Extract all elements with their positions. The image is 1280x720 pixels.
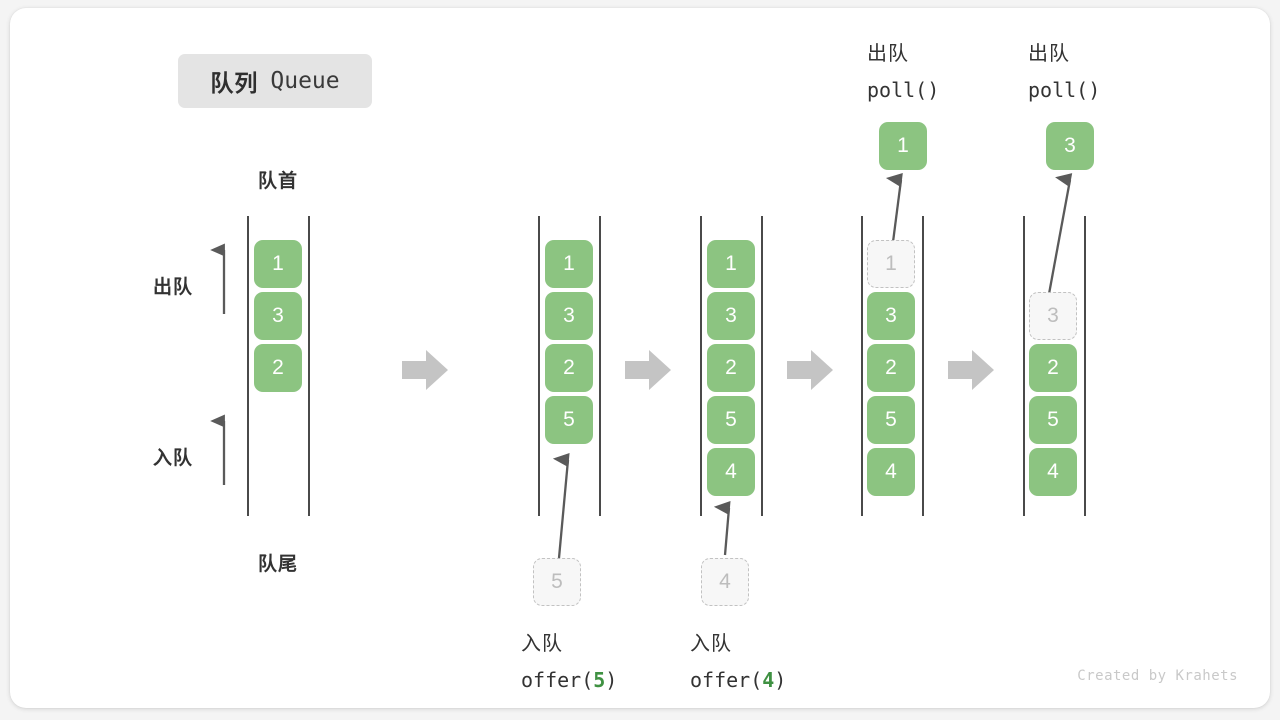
incoming-ghost-item: 4 [701, 558, 749, 606]
rail-left [538, 216, 540, 516]
queue-item: 2 [545, 344, 593, 392]
operation-label-cn: 入队 [690, 633, 732, 655]
operation-label-code: offer(4) [690, 668, 787, 692]
dequeue-side-label: 出队 [153, 277, 194, 298]
operation-label-cn: 出队 [1028, 43, 1070, 65]
title-english: Queue [270, 68, 340, 94]
title-badge: 队列 Queue [178, 54, 372, 108]
operation-label-poll-3: 出队 poll() [1028, 36, 1100, 108]
rail-left [1023, 216, 1025, 516]
operation-label-cn: 出队 [867, 43, 909, 65]
queue-item: 3 [254, 292, 302, 340]
queue-item: 2 [254, 344, 302, 392]
queue-item: 3 [545, 292, 593, 340]
rail-left [247, 216, 249, 516]
rail-right [599, 216, 601, 516]
rail-right [308, 216, 310, 516]
queue-item: 4 [867, 448, 915, 496]
queue-item: 3 [867, 292, 915, 340]
queue-item: 1 [545, 240, 593, 288]
enqueue-direction-arrow-icon [210, 414, 226, 485]
removed-ghost-item: 1 [867, 240, 915, 288]
operation-label-cn: 入队 [521, 633, 563, 655]
step-arrow-icon [787, 350, 833, 390]
front-label: 队首 [257, 171, 298, 192]
dequeue-motion-arrow-icon [885, 173, 903, 243]
queue-item: 4 [1029, 448, 1077, 496]
queue-item: 5 [707, 396, 755, 444]
queue-item: 2 [707, 344, 755, 392]
queue-item: 5 [867, 396, 915, 444]
operation-label-poll-1: 出队 poll() [867, 36, 939, 108]
queue-item: 1 [707, 240, 755, 288]
step-arrow-icon [402, 350, 448, 390]
operation-label-code: poll() [1028, 78, 1101, 102]
queue-item-new: 4 [707, 448, 755, 496]
popped-item: 3 [1046, 122, 1094, 170]
popped-item: 1 [879, 122, 927, 170]
step-arrow-icon [625, 350, 671, 390]
queue-item: 1 [254, 240, 302, 288]
incoming-ghost-item: 5 [533, 558, 581, 606]
rail-right [1084, 216, 1086, 516]
dequeue-direction-arrow-icon [210, 243, 226, 314]
dequeue-motion-arrow-icon [1047, 173, 1073, 295]
diagram-card: 队列 Queue 队首 队尾 出队 入队 1 3 2 [10, 8, 1270, 708]
rail-right [761, 216, 763, 516]
enqueue-side-label: 入队 [153, 448, 194, 469]
removed-ghost-item: 3 [1029, 292, 1077, 340]
operation-label-code: poll() [867, 78, 940, 102]
rear-label: 队尾 [257, 554, 298, 575]
operation-label-offer-5: 入队 offer(5) [521, 626, 617, 698]
queue-item: 2 [867, 344, 915, 392]
queue-item-new: 5 [545, 396, 593, 444]
step-arrow-icon [948, 350, 994, 390]
queue-item: 2 [1029, 344, 1077, 392]
enqueue-motion-arrow-icon [552, 452, 570, 559]
enqueue-motion-arrow-icon [713, 500, 731, 556]
operation-label-offer-4: 入队 offer(4) [690, 626, 786, 698]
rail-left [861, 216, 863, 516]
credit-text: Created by Krahets [1077, 668, 1238, 684]
queue-item: 3 [707, 292, 755, 340]
rail-right [922, 216, 924, 516]
operation-label-code: offer(5) [521, 668, 618, 692]
title-chinese: 队列 [210, 70, 259, 96]
rail-left [700, 216, 702, 516]
queue-item: 5 [1029, 396, 1077, 444]
